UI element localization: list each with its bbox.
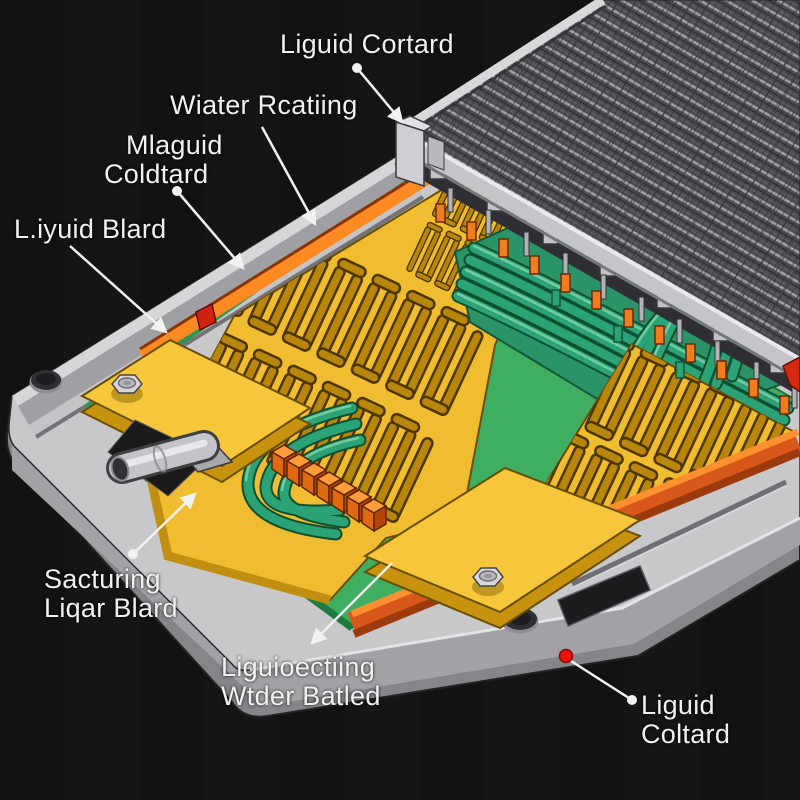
label-line: Liqar Blard [44, 593, 178, 623]
red-end-block [782, 356, 800, 393]
label-line: Coltard [641, 719, 731, 749]
solder-pins-teal [551, 289, 685, 379]
label-liyuid-blard: L.iyuid Blard [14, 215, 166, 244]
label-line: Wtder Batled [221, 681, 381, 711]
red-marker-dot [558, 648, 574, 664]
fin-edge-highlight [400, 0, 606, 133]
mounting-hole [29, 370, 63, 394]
heatsink-fins [393, 0, 800, 415]
callouts [69, 63, 637, 705]
label-wiater-rcatiing: Wiater Rcatiing [170, 91, 358, 120]
fin-base-rail [397, 129, 800, 380]
hex-bolt [111, 374, 143, 403]
connector-blocks [270, 444, 388, 533]
label-liguioectiing-wtder: Liguioectiing Wtder Batled [221, 653, 381, 711]
label-liguid-cortard-top: Liguid Cortard [280, 30, 454, 59]
edge-notch [557, 565, 651, 628]
label-line: Liguid [641, 690, 715, 720]
leader-sacturing-liqar [128, 492, 197, 559]
red-component [195, 302, 217, 332]
label-line: Wiater Rcatiing [170, 90, 358, 120]
leader-liguid-coltard-bottom [570, 659, 637, 705]
label-line: Coldtard [104, 159, 209, 189]
front-ledge-groove [570, 479, 788, 589]
label-line: Liguid Cortard [280, 29, 454, 59]
leader-liyuid-blard [69, 245, 168, 334]
leader-wiater-rcatiing [260, 126, 317, 227]
bottom-gold-plate [362, 466, 643, 630]
hex-bolt [472, 567, 504, 596]
leader-mlaguid-coldtard [172, 186, 245, 270]
inlet-fitting [106, 419, 234, 497]
label-liguid-coltard-bottom: Liguid Coltard [641, 691, 730, 749]
leader-liguid-cortard-top [352, 63, 404, 124]
label-line: L.iyuid Blard [14, 214, 167, 244]
corner-post [393, 115, 445, 188]
label-line: Mlaguid [126, 130, 223, 160]
solder-pins-orange [435, 203, 790, 415]
label-line: Sacturing [44, 564, 161, 594]
label-sacturing-liqar: Sacturing Liqar Blard [44, 565, 178, 623]
label-line: Liguioectiing [221, 652, 376, 682]
label-mlaguid-coldtard: Mlaguid Coldtard [104, 131, 223, 189]
rail-pins [447, 187, 798, 409]
leader-liguioectiing-wtder [310, 562, 393, 645]
